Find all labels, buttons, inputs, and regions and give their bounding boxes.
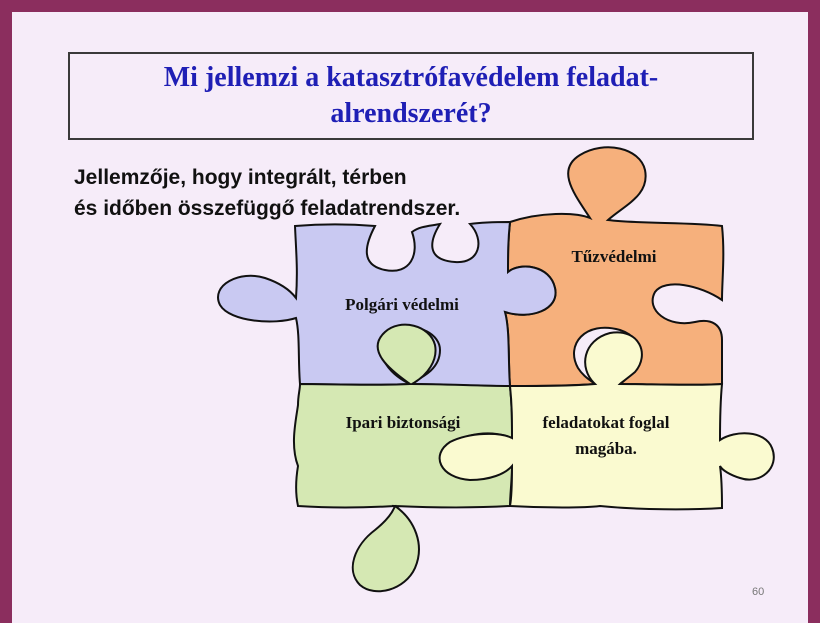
title-line-1: Mi jellemzi a katasztrófavédelem feladat… [163, 62, 659, 93]
label-feladatok-line-1: feladatokat foglal [542, 413, 669, 432]
label-polgari-vedelmi: Polgári védelmi [345, 295, 459, 314]
subtitle-line-1: Jellemzője, hogy integrált, térben [74, 166, 407, 189]
piece-feladatok [438, 331, 775, 511]
title-box: Mi jellemzi a katasztrófavédelem feladat… [68, 52, 754, 140]
slide-title: Mi jellemzi a katasztrófavédelem feladat… [111, 60, 711, 132]
piece-polgari-vedelmi [217, 220, 557, 388]
subtitle: Jellemzője, hogy integrált, térben és id… [74, 162, 594, 224]
label-feladatok-line-2: magába. [575, 439, 637, 458]
page-number: 60 [752, 586, 765, 598]
subtitle-line-2: és időben összefüggő feladatrendszer. [74, 197, 461, 220]
label-ipari-biztonsagi: Ipari biztonsági [346, 413, 461, 432]
title-line-2: alrendszerét? [330, 98, 492, 129]
label-tuzvedelmi: Tűzvédelmi [572, 247, 657, 266]
